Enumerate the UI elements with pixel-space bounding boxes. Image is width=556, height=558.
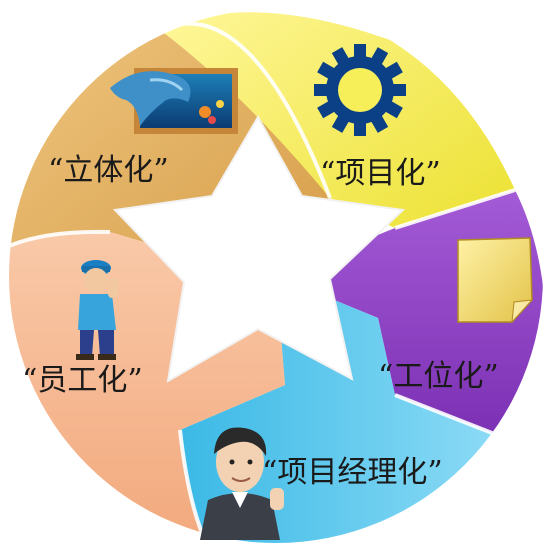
dolphin-picture-icon: [110, 68, 238, 134]
label-employee: “员工化”: [22, 363, 143, 398]
center-star: [112, 114, 406, 383]
sticky-note-icon: [457, 237, 534, 324]
label-three-dimensional: “立体化”: [48, 153, 169, 188]
segment-project-manager: [180, 276, 510, 543]
label-project-manager: “项目经理化”: [262, 455, 443, 490]
gear-icon: [314, 44, 406, 136]
businessman-thumbs-up-icon: [200, 427, 284, 540]
label-workstation: “工位化”: [378, 359, 499, 394]
label-project: “项目化”: [320, 156, 441, 191]
worker-thumbs-up-icon: [76, 260, 118, 360]
